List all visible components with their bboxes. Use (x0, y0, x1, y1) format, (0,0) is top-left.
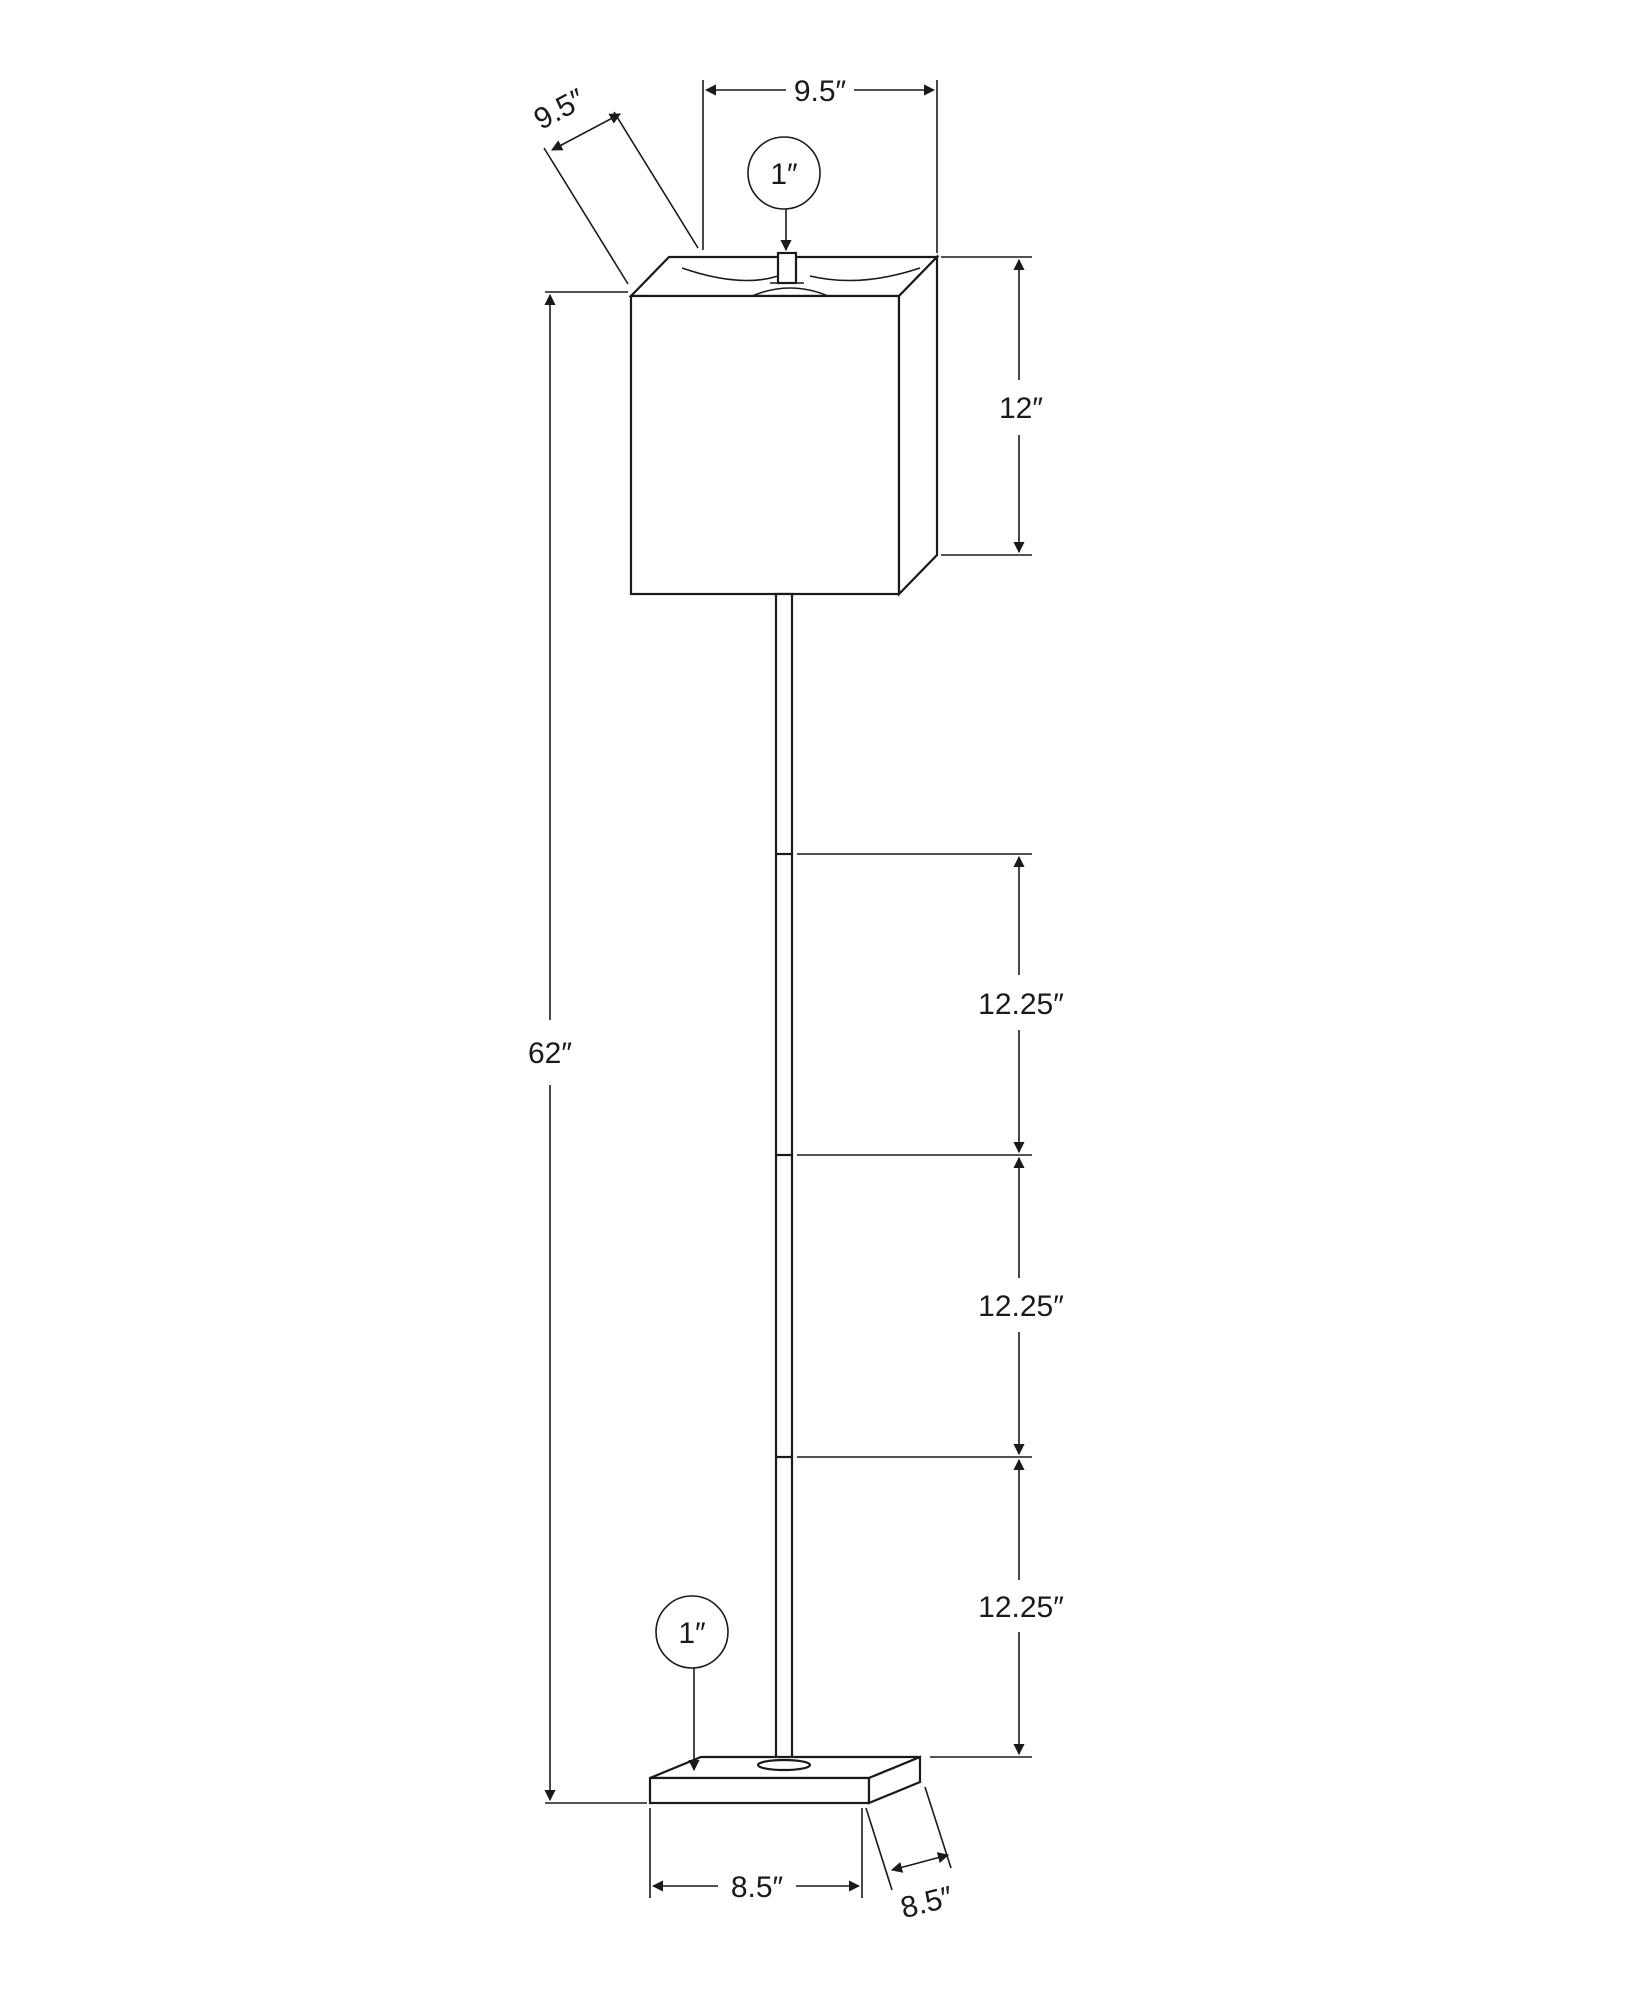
finial-callout (747, 136, 821, 252)
top-depth-label: 9.5″ (529, 83, 591, 137)
base-callout (655, 1595, 729, 1772)
segment-2-label: 12.25″ (978, 1290, 1064, 1323)
finial-height-label: 1″ (770, 158, 798, 191)
dimension-base-depth (865, 1786, 952, 1891)
overall-height-label: 62″ (528, 1037, 572, 1070)
base-width-label: 8.5″ (731, 1871, 784, 1904)
dimension-top-depth (543, 111, 699, 285)
top-width-label: 9.5″ (794, 75, 847, 108)
dimension-overall-height (544, 291, 647, 1804)
lamp-pole (774, 592, 794, 1764)
base-height-label: 1″ (678, 1617, 706, 1650)
shade-height-label: 12″ (999, 392, 1043, 425)
dimension-top-width (702, 80, 938, 253)
lamp-shade (628, 254, 940, 597)
segment-1-label: 12.25″ (978, 988, 1064, 1021)
base-depth-label: 8.5″ (897, 1880, 956, 1925)
segment-3-label: 12.25″ (978, 1591, 1064, 1624)
dimension-shade-height (941, 256, 1032, 556)
dimension-pole-segments (797, 853, 1032, 1758)
lamp-base (648, 1755, 922, 1805)
finial (770, 251, 804, 285)
dimension-base-width (649, 1808, 863, 1898)
